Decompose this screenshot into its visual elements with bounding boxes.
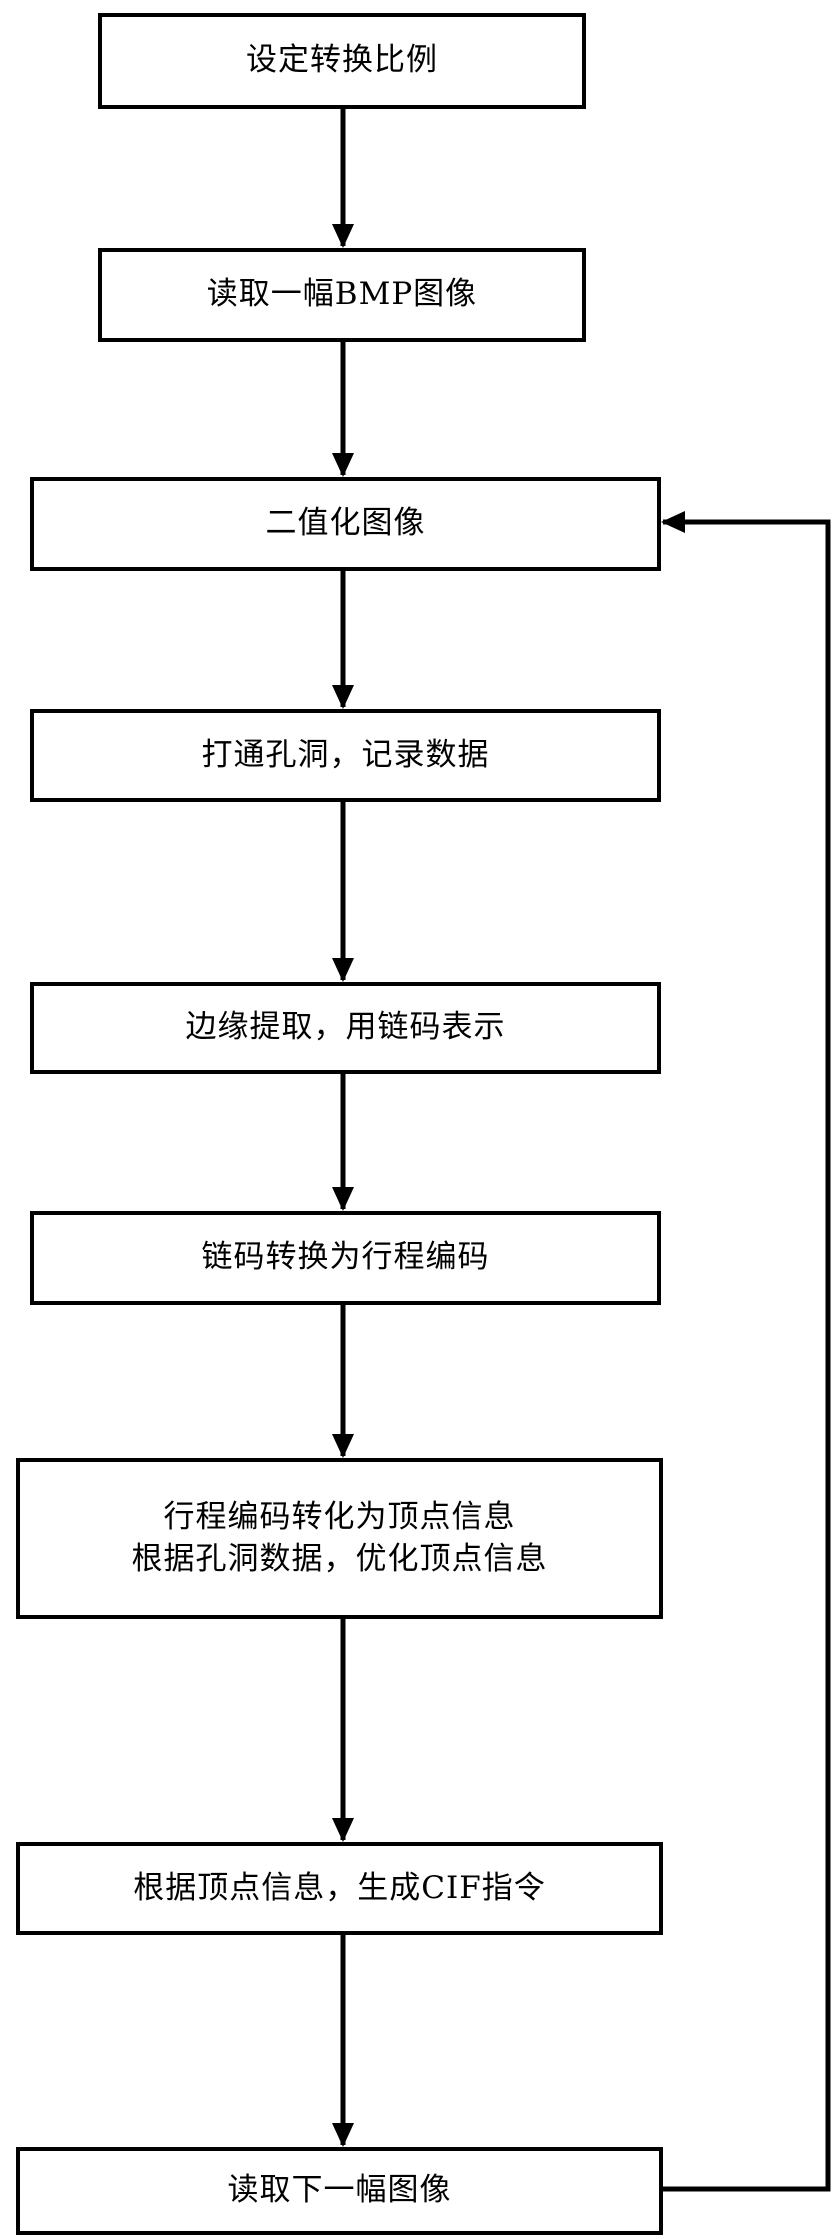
- process-box-chain-to-runlength: 链码转换为行程编码: [30, 1211, 661, 1305]
- process-label: 链码转换为行程编码: [201, 1239, 490, 1276]
- process-box-read-next-image: 读取下一幅图像: [16, 2147, 663, 2235]
- process-box-read-bmp: 读取一幅BMP图像: [98, 248, 586, 342]
- process-label: 二值化图像: [265, 505, 426, 542]
- process-box-edge-extract: 边缘提取，用链码表示: [30, 982, 661, 1074]
- loop-arrow-step9-to-step3: [661, 511, 831, 2192]
- process-label-group: 行程编码转化为顶点信息 根据孔洞数据，优化顶点信息: [132, 1497, 548, 1581]
- process-box-binarize: 二值化图像: [30, 477, 661, 571]
- process-box-vertex-info: 行程编码转化为顶点信息 根据孔洞数据，优化顶点信息: [16, 1458, 663, 1619]
- process-label: 设定转换比例: [246, 42, 438, 79]
- process-label: 根据顶点信息，生成CIF指令: [133, 1869, 546, 1906]
- process-box-open-holes: 打通孔洞，记录数据: [30, 709, 661, 802]
- process-label: 打通孔洞，记录数据: [201, 736, 490, 773]
- process-label: 读取一幅BMP图像: [206, 276, 478, 313]
- process-label-line: 根据孔洞数据，优化顶点信息: [131, 1540, 548, 1577]
- process-box-generate-cif: 根据顶点信息，生成CIF指令: [16, 1842, 663, 1935]
- process-box-set-ratio: 设定转换比例: [98, 13, 586, 109]
- process-label: 边缘提取，用链码表示: [185, 1009, 506, 1046]
- process-label-line: 行程编码转化为顶点信息: [163, 1498, 516, 1535]
- process-label: 读取下一幅图像: [227, 2172, 452, 2209]
